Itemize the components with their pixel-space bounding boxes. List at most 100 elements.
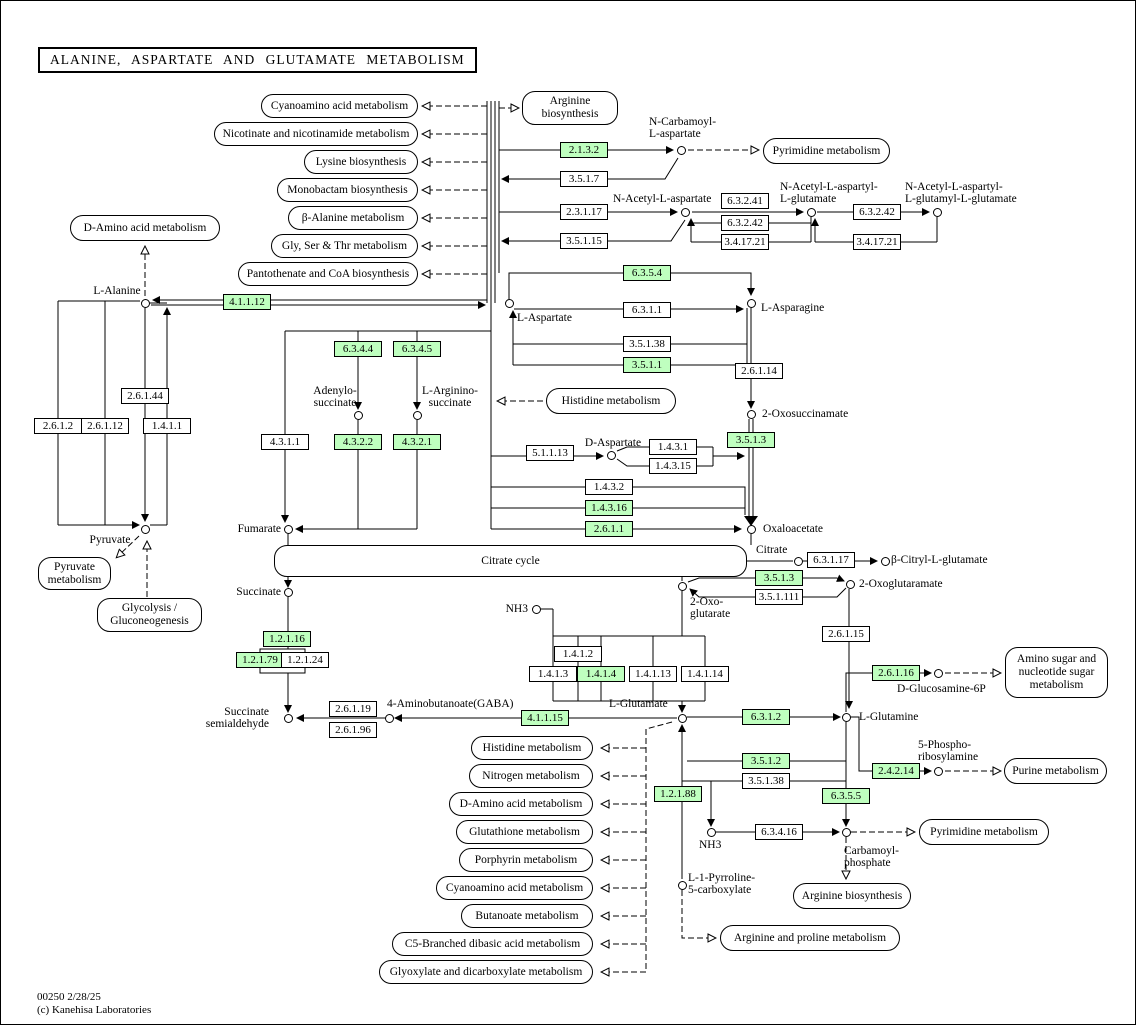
enzyme-box-3-5-1-3[interactable]: 3.5.1.3 [727, 432, 775, 448]
enzyme-box-5-1-1-13[interactable]: 5.1.1.13 [526, 445, 574, 461]
enzyme-box-4-3-1-1[interactable]: 4.3.1.1 [261, 434, 309, 450]
compound-node-oxaloacetate[interactable] [746, 524, 756, 534]
enzyme-box-1-4-1-4[interactable]: 1.4.1.4 [577, 666, 625, 682]
enzyme-box-3-5-1-3[interactable]: 3.5.1.3 [755, 570, 803, 586]
pathway-link-monobactam-biosynthesis[interactable]: Monobactam biosynthesis [277, 178, 418, 202]
enzyme-box-1-4-1-13[interactable]: 1.4.1.13 [629, 666, 677, 682]
enzyme-box-1-2-1-24[interactable]: 1.2.1.24 [281, 652, 329, 668]
enzyme-box-6-3-2-42[interactable]: 6.3.2.42 [721, 215, 769, 231]
compound-node-l-asparagine[interactable] [746, 298, 756, 308]
compound-node-2-oxoglutaramate[interactable] [845, 579, 855, 589]
enzyme-box-1-4-3-15[interactable]: 1.4.3.15 [649, 458, 697, 474]
enzyme-box-6-3-2-42[interactable]: 6.3.2.42 [853, 204, 901, 220]
enzyme-box-3-5-1-15[interactable]: 3.5.1.15 [560, 233, 608, 249]
pathway-link-nitrogen-metabolism[interactable]: Nitrogen metabolism [469, 764, 593, 788]
pathway-link-arginine-biosynthesis[interactable]: Arginine biosynthesis [522, 91, 618, 125]
enzyme-box-1-4-3-1[interactable]: 1.4.3.1 [649, 439, 697, 455]
enzyme-box-2-6-1-96[interactable]: 2.6.1.96 [329, 722, 377, 738]
compound-node-d-aspartate[interactable] [606, 450, 616, 460]
enzyme-box-1-4-1-3[interactable]: 1.4.1.3 [529, 666, 577, 682]
pathway-link-arginine-biosynthesis[interactable]: Arginine biosynthesis [793, 883, 911, 909]
pathway-link-alanine-metabolism[interactable]: β-Alanine metabolism [288, 206, 418, 230]
compound-node-2-oxoglutarate[interactable] [677, 581, 687, 591]
enzyme-box-6-3-2-41[interactable]: 6.3.2.41 [721, 193, 769, 209]
compound-node-fumarate[interactable] [283, 524, 293, 534]
enzyme-box-2-3-1-17[interactable]: 2.3.1.17 [560, 204, 608, 220]
compound-node-citrate[interactable] [793, 556, 803, 566]
pathway-link-lysine-biosynthesis[interactable]: Lysine biosynthesis [304, 150, 418, 174]
enzyme-box-3-5-1-111[interactable]: 3.5.1.111 [755, 589, 803, 605]
pathway-link-purine-metabolism[interactable]: Purine metabolism [1004, 758, 1107, 784]
pathway-link-porphyrin-metabolism[interactable]: Porphyrin metabolism [459, 848, 593, 872]
enzyme-box-1-4-3-2[interactable]: 1.4.3.2 [585, 479, 633, 495]
compound-node-adenylo-succinate[interactable] [353, 410, 363, 420]
enzyme-box-2-6-1-1[interactable]: 2.6.1.1 [585, 521, 633, 537]
enzyme-box-6-3-4-4[interactable]: 6.3.4.4 [334, 341, 382, 357]
pathway-link-glycolysis-gluconeogenesis[interactable]: Glycolysis / Gluconeogenesis [97, 598, 202, 632]
enzyme-box-3-4-17-21[interactable]: 3.4.17.21 [721, 234, 769, 250]
enzyme-box-2-6-1-14[interactable]: 2.6.1.14 [735, 363, 783, 379]
pathway-link-d-amino-acid-metabolism[interactable]: D-Amino acid metabolism [70, 215, 220, 241]
compound-node-l-alanine[interactable] [140, 298, 150, 308]
enzyme-box-1-2-1-79[interactable]: 1.2.1.79 [236, 652, 284, 668]
pathway-link-arginine-and-proline-metabolism[interactable]: Arginine and proline metabolism [720, 925, 900, 951]
pathway-link-butanoate-metabolism[interactable]: Butanoate metabolism [461, 904, 593, 928]
enzyme-box-2-4-2-14[interactable]: 2.4.2.14 [872, 763, 920, 779]
enzyme-box-3-4-17-21[interactable]: 3.4.17.21 [853, 234, 901, 250]
enzyme-box-1-4-1-2[interactable]: 1.4.1.2 [554, 646, 602, 662]
compound-node-succinate-semialdehyde[interactable] [283, 713, 293, 723]
compound-node-pyruvate[interactable] [140, 524, 150, 534]
pathway-link-glutathione-metabolism[interactable]: Glutathione metabolism [456, 820, 593, 844]
compound-node-l-glutamine[interactable] [841, 712, 851, 722]
enzyme-box-2-6-1-15[interactable]: 2.6.1.15 [822, 626, 870, 642]
pathway-link-gly-ser-thr-metabolism[interactable]: Gly, Ser & Thr metabolism [271, 234, 418, 258]
pathway-link-pyrimidine-metabolism[interactable]: Pyrimidine metabolism [763, 138, 890, 164]
pathway-link-c5-branched-dibasic-acid-metabolism[interactable]: C5-Branched dibasic acid metabolism [392, 932, 593, 956]
compound-node-2-oxosuccinamate[interactable] [746, 409, 756, 419]
pathway-link-histidine-metabolism[interactable]: Histidine metabolism [546, 388, 676, 414]
enzyme-box-2-1-3-2[interactable]: 2.1.3.2 [560, 142, 608, 158]
pathway-link-amino-sugar-and-nucleotide-sugar-metabolism[interactable]: Amino sugar and nucleotide sugar metabol… [1005, 647, 1108, 698]
enzyme-box-6-3-4-5[interactable]: 6.3.4.5 [393, 341, 441, 357]
enzyme-box-4-3-2-2[interactable]: 4.3.2.2 [334, 434, 382, 450]
enzyme-box-1-2-1-88[interactable]: 1.2.1.88 [654, 786, 702, 802]
compound-node-l-aspartate[interactable] [504, 298, 514, 308]
pathway-link-d-amino-acid-metabolism[interactable]: D-Amino acid metabolism [449, 792, 593, 816]
pathway-link-citrate-cycle[interactable]: Citrate cycle [274, 545, 747, 577]
enzyme-box-1-2-1-16[interactable]: 1.2.1.16 [263, 631, 311, 647]
pathway-link-nicotinate-and-nicotinamide-metabolism[interactable]: Nicotinate and nicotinamide metabolism [214, 122, 418, 146]
enzyme-box-2-6-1-16[interactable]: 2.6.1.16 [872, 665, 920, 681]
enzyme-box-6-3-4-16[interactable]: 6.3.4.16 [755, 824, 803, 840]
compound-node-n-acetyl-l-aspartyl-l-glutamyl-l-glutamate[interactable] [932, 207, 942, 217]
enzyme-box-2-6-1-19[interactable]: 2.6.1.19 [329, 701, 377, 717]
enzyme-box-3-5-1-1[interactable]: 3.5.1.1 [623, 357, 671, 373]
compound-node-n-acetyl-l-aspartate[interactable] [680, 207, 690, 217]
enzyme-box-1-4-1-14[interactable]: 1.4.1.14 [681, 666, 729, 682]
pathway-link-cyanoamino-acid-metabolism[interactable]: Cyanoamino acid metabolism [261, 94, 418, 118]
compound-node-l-glutamate[interactable] [677, 713, 687, 723]
enzyme-box-1-4-3-16[interactable]: 1.4.3.16 [585, 500, 633, 516]
compound-node-nh3[interactable] [531, 604, 541, 614]
pathway-link-pyruvate-metabolism[interactable]: Pyruvate metabolism [38, 557, 111, 590]
enzyme-box-6-3-1-2[interactable]: 6.3.1.2 [742, 709, 790, 725]
pathway-link-pyrimidine-metabolism[interactable]: Pyrimidine metabolism [919, 819, 1049, 845]
enzyme-box-6-3-5-5[interactable]: 6.3.5.5 [822, 788, 870, 804]
enzyme-box-4-1-1-15[interactable]: 4.1.1.15 [521, 710, 569, 726]
enzyme-box-2-6-1-2[interactable]: 2.6.1.2 [34, 418, 82, 434]
enzyme-box-6-3-5-4[interactable]: 6.3.5.4 [623, 265, 671, 281]
enzyme-box-3-5-1-38[interactable]: 3.5.1.38 [742, 773, 790, 789]
compound-node-succinate[interactable] [283, 587, 293, 597]
enzyme-box-1-4-1-1[interactable]: 1.4.1.1 [143, 418, 191, 434]
pathway-link-glyoxylate-and-dicarboxylate-metabolism[interactable]: Glyoxylate and dicarboxylate metabolism [379, 960, 593, 984]
enzyme-box-3-5-1-7[interactable]: 3.5.1.7 [560, 171, 608, 187]
enzyme-box-6-3-1-17[interactable]: 6.3.1.17 [807, 552, 855, 568]
compound-node-5-phospho-ribosylamine[interactable] [933, 766, 943, 776]
compound-node-d-glucosamine-6p[interactable] [933, 668, 943, 678]
compound-node-n-carbamoyl-l-aspartate[interactable] [676, 145, 686, 155]
enzyme-box-3-5-1-38[interactable]: 3.5.1.38 [623, 336, 671, 352]
compound-node-beta-citryl-l-glutamate[interactable] [880, 556, 890, 566]
enzyme-box-3-5-1-2[interactable]: 3.5.1.2 [742, 753, 790, 769]
compound-node-carbamoyl-phosphate[interactable] [841, 827, 851, 837]
pathway-link-pantothenate-and-coa-biosynthesis[interactable]: Pantothenate and CoA biosynthesis [238, 262, 418, 286]
pathway-link-histidine-metabolism[interactable]: Histidine metabolism [471, 736, 593, 760]
